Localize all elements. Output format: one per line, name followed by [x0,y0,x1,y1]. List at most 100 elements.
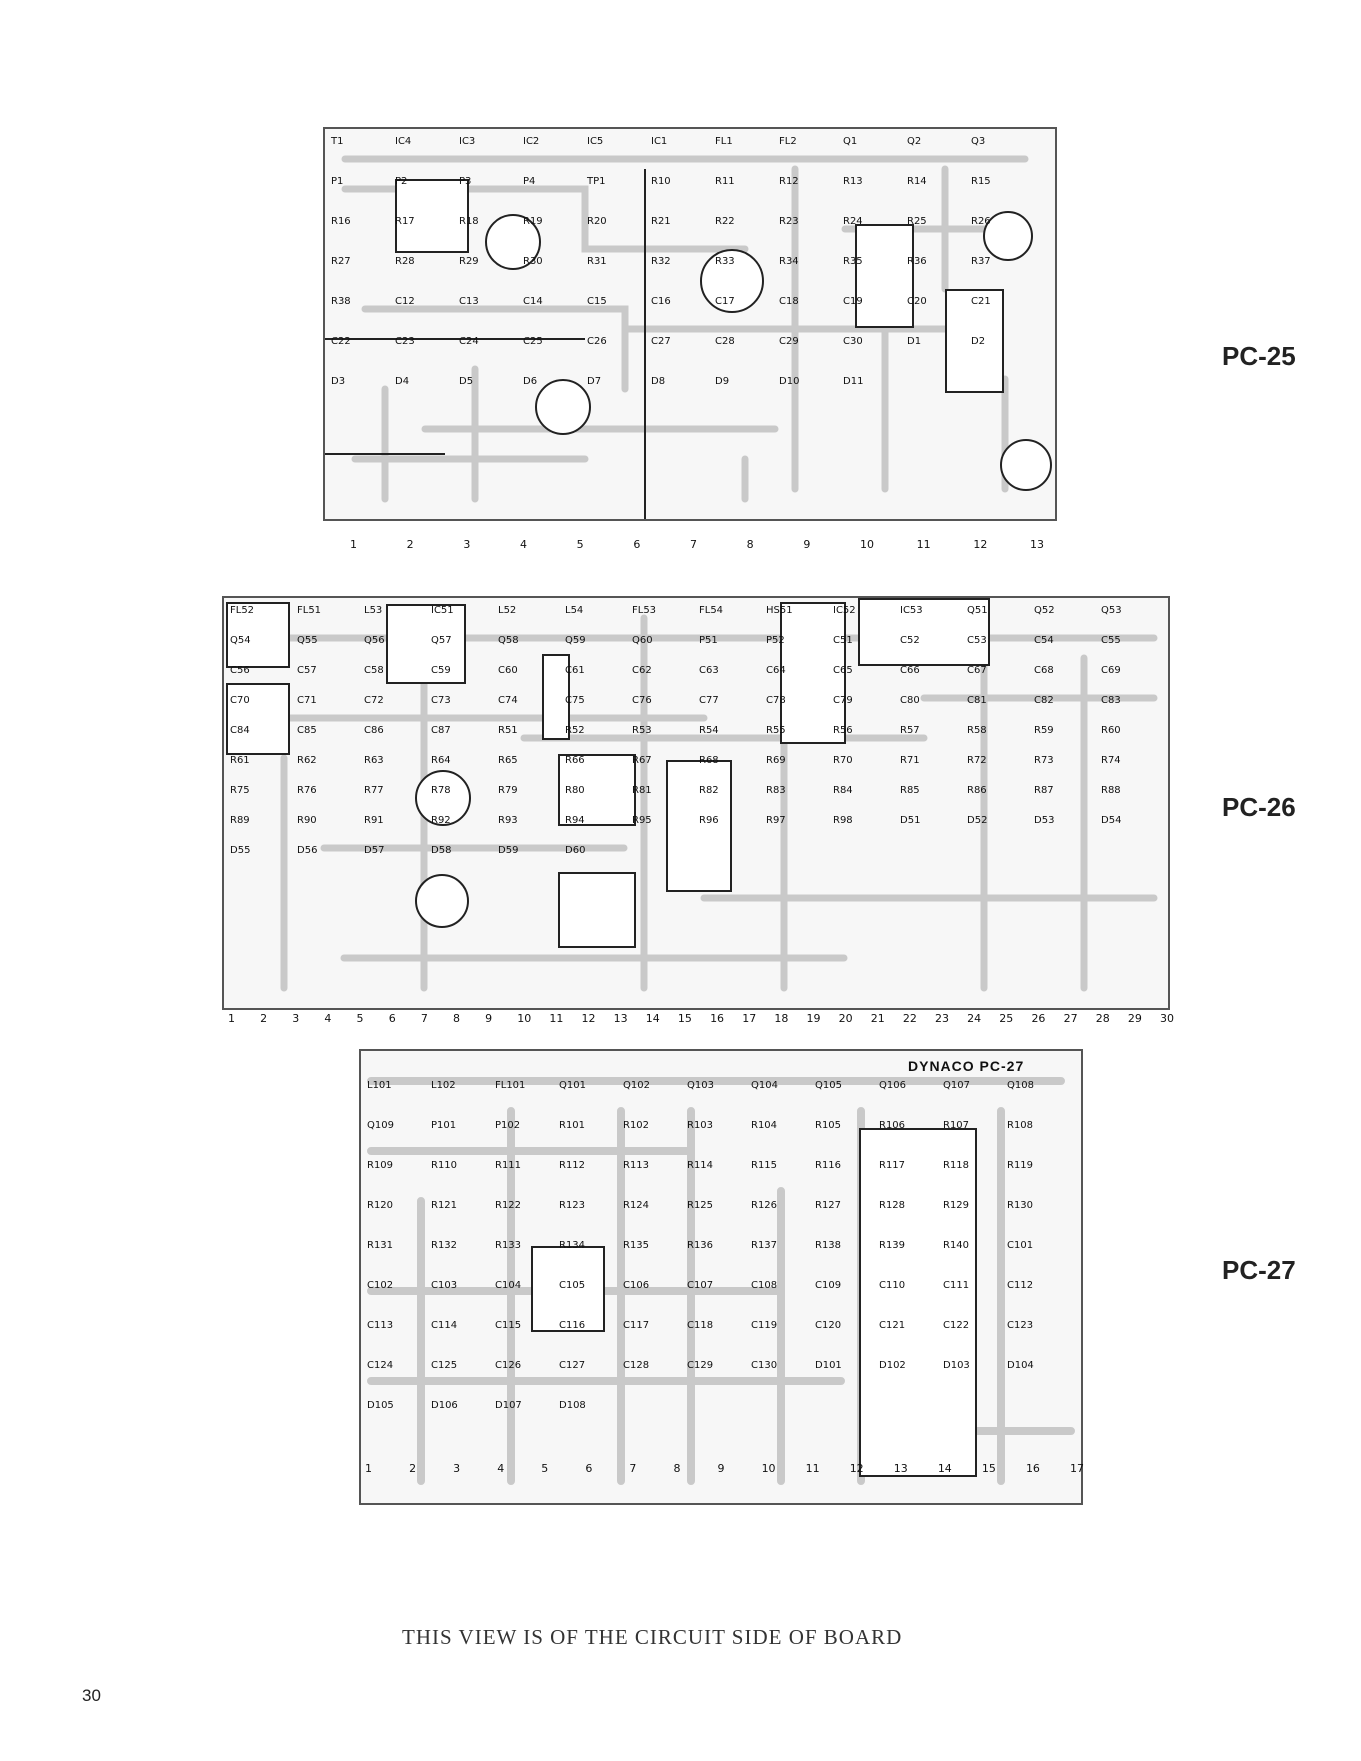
edge-pad-pc25-9: 9 [803,538,811,551]
component-r83: R83 [766,785,786,796]
component-r79: R79 [498,785,518,796]
component-ic52: IC52 [833,605,856,616]
component-r136: R136 [687,1240,714,1251]
component-d108: D108 [559,1400,586,1411]
component-r133: R133 [495,1240,522,1251]
component-r71: R71 [900,755,920,766]
component-c12: C12 [395,296,415,307]
component-r137: R137 [751,1240,778,1251]
component-c112: C112 [1007,1280,1034,1291]
component-r96: R96 [699,815,719,826]
component-d2: D2 [971,336,986,347]
component-c74: C74 [498,695,518,706]
component-c70: C70 [230,695,250,706]
edge-pad-pc27-4: 4 [497,1462,505,1475]
component-r18: R18 [459,216,479,227]
filter-fl101 [859,1128,977,1477]
component-r33: R33 [715,256,735,267]
component-c126: C126 [495,1360,522,1371]
component-c86: C86 [364,725,384,736]
component-r135: R135 [623,1240,650,1251]
edge-pad-pc26-4: 4 [324,1012,332,1025]
component-q56: Q56 [364,635,385,646]
edge-pad-pc26-16: 16 [710,1012,725,1025]
component-c68: C68 [1034,665,1054,676]
component-r105: R105 [815,1120,842,1131]
pc25-traces [325,155,1029,519]
component-r32: R32 [651,256,671,267]
component-c71: C71 [297,695,317,706]
component-c67: C67 [967,665,987,676]
component-c53: C53 [967,635,987,646]
component-r76: R76 [297,785,317,796]
edge-pad-pc26-25: 25 [999,1012,1014,1025]
ic51-dip [542,654,570,740]
component-q55: Q55 [297,635,318,646]
component-hs51: HS51 [766,605,793,616]
component-r35: R35 [843,256,863,267]
edge-pad-pc26-21: 21 [870,1012,885,1025]
component-r68: R68 [699,755,719,766]
component-d52: D52 [967,815,988,826]
component-c19: C19 [843,296,863,307]
edge-pad-pc27-3: 3 [453,1462,461,1475]
component-r77: R77 [364,785,384,796]
component-c102: C102 [367,1280,394,1291]
component-r138: R138 [815,1240,842,1251]
edge-pad-pc25-4: 4 [520,538,527,551]
ic2-circle [983,211,1033,261]
component-q51: Q51 [967,605,988,616]
component-c58: C58 [364,665,384,676]
component-r51: R51 [498,725,518,736]
component-d1: D1 [907,336,922,347]
component-c56: C56 [230,665,250,676]
component-p101: P101 [431,1120,457,1131]
component-r21: R21 [651,216,671,227]
component-c65: C65 [833,665,853,676]
component-r128: R128 [879,1200,906,1211]
component-r67: R67 [632,755,652,766]
component-r53: R53 [632,725,652,736]
component-r121: R121 [431,1200,458,1211]
component-q1: Q1 [843,136,858,147]
dynaco-header: DYNACO PC-27 [908,1058,1025,1074]
ic3-circle [700,249,764,313]
component-r63: R63 [364,755,384,766]
edge-pad-pc27-2: 2 [409,1462,417,1475]
heatsink-hs51 [858,598,990,666]
component-r91: R91 [364,815,384,826]
component-d101: D101 [815,1360,842,1371]
edge-pad-pc26-20: 20 [838,1012,853,1025]
component-q57: Q57 [431,635,452,646]
component-c21: C21 [971,296,991,307]
filter-fl1 [945,289,1004,393]
component-c63: C63 [699,665,719,676]
component-d53: D53 [1034,815,1055,826]
edge-pad-pc26-7: 7 [420,1012,428,1025]
edge-pad-pc26-14: 14 [645,1012,660,1025]
edge-pad-pc26-8: 8 [452,1012,460,1025]
component-p3: P3 [459,176,472,187]
component-l101: L101 [367,1080,392,1091]
edge-pad-pc25-8: 8 [746,538,754,551]
component-c114: C114 [431,1320,458,1331]
component-l52: L52 [498,605,517,616]
component-q54: Q54 [230,635,251,646]
edge-pad-pc25-7: 7 [690,538,697,551]
component-ic53: IC53 [900,605,923,616]
component-r16: R16 [331,216,351,227]
edge-pad-pc25-10: 10 [860,538,874,551]
edge-pad-pc26-28: 28 [1095,1012,1110,1025]
component-ic2: IC2 [523,136,540,147]
component-q104: Q104 [751,1080,778,1091]
component-r98: R98 [833,815,853,826]
edge-pad-pc25-11: 11 [916,538,931,551]
component-q52: Q52 [1034,605,1055,616]
component-d9: D9 [715,376,730,387]
board-label-pc27: PC-27 [1222,1255,1296,1285]
transformer-t1 [395,179,469,253]
edge-pad-pc26-22: 22 [902,1012,917,1025]
component-c103: C103 [431,1280,458,1291]
component-d7: D7 [587,376,602,387]
